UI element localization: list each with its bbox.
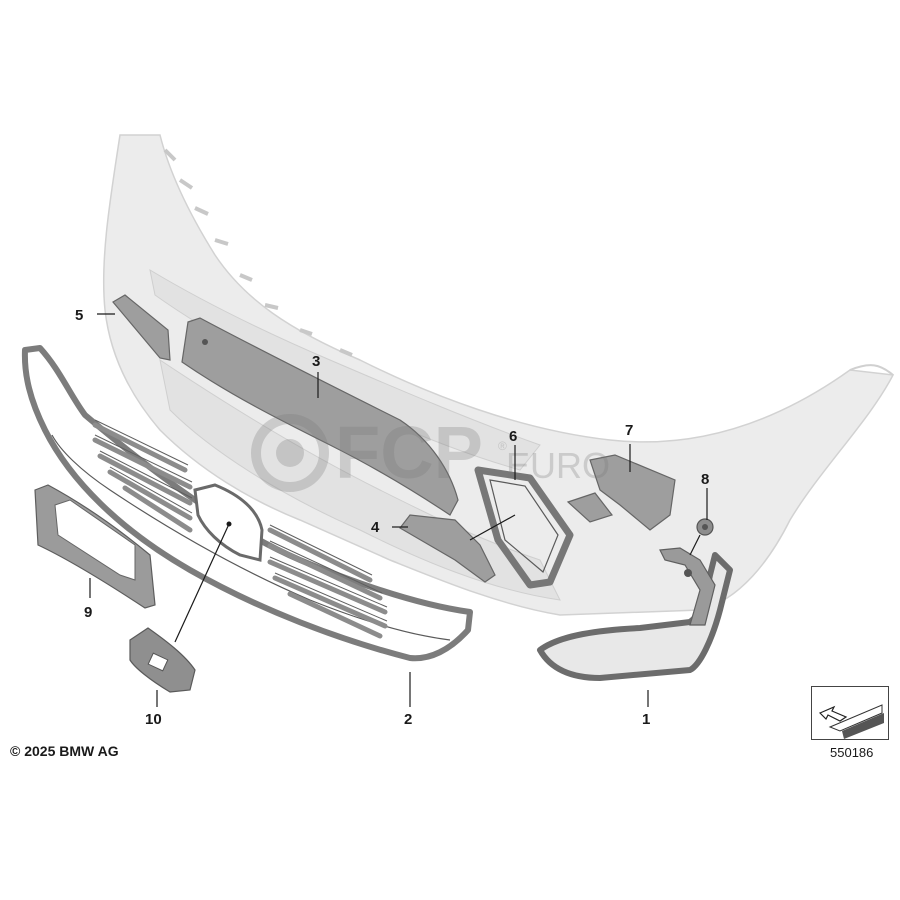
copyright-text: © 2025 BMW AG [10,743,119,759]
part-10-sensor-holder[interactable] [129,627,196,693]
part-2-lower-grille[interactable] [21,345,473,662]
watermark-secondary: EURO [506,445,610,486]
part-3-center-strip[interactable] [181,317,459,516]
part-9-license-base[interactable] [34,484,156,609]
leader-lines [89,313,708,707]
diagram-id: 550186 [830,745,874,760]
part-4-small-cover[interactable] [399,514,496,583]
callout-1: 1 [642,711,650,728]
callout-5: 5 [75,307,83,324]
watermark-registered: ® [498,439,507,453]
callout-4: 4 [371,519,380,536]
callouts: 5 3 4 6 7 8 1 2 9 10 [75,307,709,728]
callout-8: 8 [701,471,709,488]
part-8-clip[interactable] [696,518,714,536]
part-1-lower-trim-frame[interactable] [537,547,733,681]
callout-2: 2 [404,711,412,728]
callout-9: 9 [84,604,92,621]
part-5-side-trim[interactable] [112,294,171,361]
part-7-air-duct[interactable] [566,454,676,531]
watermark-main: FCP [335,411,483,494]
watermark: FCP ® EURO [251,411,610,494]
arrow-to-block-icon [811,686,889,740]
callout-3: 3 [312,353,320,370]
callout-10: 10 [145,711,162,728]
callout-7: 7 [625,422,633,439]
part-6-air-inlet-frame[interactable] [474,466,574,589]
callout-6: 6 [509,428,517,445]
